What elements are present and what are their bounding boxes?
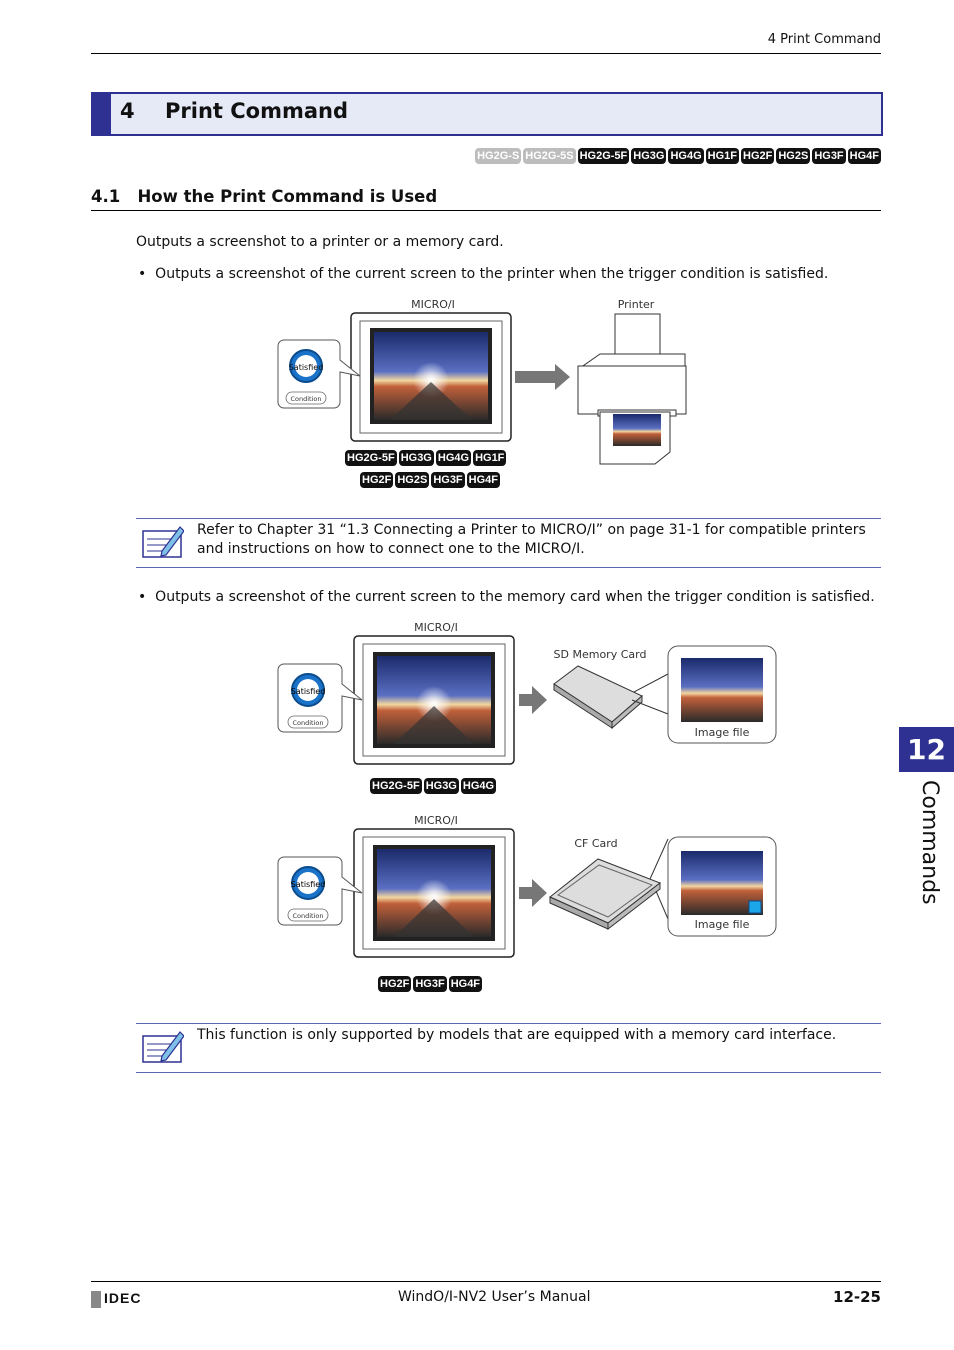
bubble-satisfied: Satisfied xyxy=(291,880,326,889)
subsection-title: How the Print Command is Used xyxy=(137,187,438,206)
bubble-condition: Condition xyxy=(290,395,321,403)
model-badges: HG2G-S HG2G-5S HG2G-5F HG3G HG4G HG1F HG… xyxy=(475,148,881,164)
note-box: This function is only supported by model… xyxy=(136,1023,881,1073)
idec-logo: IDEC xyxy=(91,1290,141,1308)
note-pencil-icon xyxy=(142,1031,184,1063)
model-badge: HG2G-5F xyxy=(370,778,422,794)
model-badge: HG4F xyxy=(448,976,483,992)
model-badge: HG4G xyxy=(668,148,704,164)
micro-label: MICRO/I xyxy=(414,621,458,634)
printer-label: Printer xyxy=(618,298,655,311)
fig1-badges: HG2G-5F HG3G HG4G HG1F HG2F HG2S HG3F HG… xyxy=(345,450,507,488)
model-badge: HG2F xyxy=(741,148,775,164)
manual-title: WindO/I-NV2 User’s Manual xyxy=(398,1289,591,1305)
image-file-thumbnail xyxy=(681,658,763,722)
fig2-badges: HG2G-5F HG3G HG4G xyxy=(370,778,497,794)
note-box: Refer to Chapter 31 “1.3 Connecting a Pr… xyxy=(136,518,881,568)
bubble-condition: Condition xyxy=(292,912,323,920)
arrow-icon xyxy=(515,364,570,390)
subsection-heading: 4.1 How the Print Command is Used xyxy=(91,187,437,206)
subsection-number: 4.1 xyxy=(91,187,121,206)
bubble-satisfied: Satisfied xyxy=(291,687,326,696)
chapter-label-text: Commands xyxy=(917,780,942,905)
bullet-memory-card-text: Outputs a screenshot of the current scre… xyxy=(155,589,875,605)
cf-card-label: CF Card xyxy=(574,837,617,850)
image-file-label: Image file xyxy=(695,726,750,739)
image-file-label: Image file xyxy=(695,918,750,931)
note-pencil-icon xyxy=(142,526,184,558)
fig3-badges: HG2F HG3F HG4F xyxy=(378,976,483,992)
arrow-icon xyxy=(519,686,547,714)
sd-card-figure: MICRO/I Satisfied Condition SD Memory Ca… xyxy=(277,621,777,765)
model-badge: HG2G-5S xyxy=(523,148,576,164)
micro-label: MICRO/I xyxy=(411,298,455,311)
running-head: 4 Print Command xyxy=(767,32,881,47)
model-badge: HG2S xyxy=(395,472,430,488)
logo-text: IDEC xyxy=(104,1290,142,1306)
model-badge: HG4F xyxy=(466,472,500,488)
header-rule xyxy=(91,53,881,54)
model-badge: HG3G xyxy=(423,778,459,794)
model-badge: HG3F xyxy=(812,148,846,164)
printer-figure: MICRO/I Printer Satisfied Condition xyxy=(277,298,687,465)
subsection-rule xyxy=(91,210,881,211)
model-badge: HG3F xyxy=(413,976,447,992)
footer-rule xyxy=(91,1281,881,1282)
cf-card-figure: MICRO/I Satisfied Condition CF Card Imag… xyxy=(277,814,777,958)
chapter-label: Commands xyxy=(892,780,952,905)
model-badge: HG4G xyxy=(435,450,472,466)
bullet-printer-text: Outputs a screenshot of the current scre… xyxy=(155,266,829,282)
model-badge: HG1F xyxy=(705,148,739,164)
model-badge: HG3F xyxy=(431,472,465,488)
bullet-printer: • Outputs a screenshot of the current sc… xyxy=(138,266,829,282)
micro-label: MICRO/I xyxy=(414,814,458,827)
arrow-icon xyxy=(519,879,547,907)
model-badge: HG2S xyxy=(776,148,811,164)
note-text: Refer to Chapter 31 “1.3 Connecting a Pr… xyxy=(197,522,866,557)
intro-text: Outputs a screenshot to a printer or a m… xyxy=(136,234,504,250)
section-number: 4 xyxy=(120,99,135,123)
model-badge: HG2G-5F xyxy=(577,148,630,164)
model-badge: HG2G-5F xyxy=(345,450,397,466)
model-badge: HG3G xyxy=(398,450,434,466)
bubble-satisfied: Satisfied xyxy=(289,363,324,372)
model-badge: HG3G xyxy=(631,148,667,164)
model-badge: HG2F xyxy=(378,976,412,992)
bubble-condition: Condition xyxy=(292,719,323,727)
model-badge: HG2F xyxy=(360,472,394,488)
model-badge: HG4G xyxy=(460,778,497,794)
page-number: 12-25 xyxy=(833,1288,881,1306)
note-text: This function is only supported by model… xyxy=(197,1027,837,1043)
chapter-tab[interactable]: 12 xyxy=(899,727,954,772)
bullet-memory-card: • Outputs a screenshot of the current sc… xyxy=(138,589,875,605)
section-heading-box xyxy=(91,92,883,136)
model-badge: HG1F xyxy=(473,450,507,466)
model-badge: HG4F xyxy=(847,148,881,164)
printer-icon xyxy=(614,313,661,359)
model-badge: HG2G-S xyxy=(475,148,522,164)
sd-card-label: SD Memory Card xyxy=(554,648,647,661)
section-title: Print Command xyxy=(165,99,349,123)
